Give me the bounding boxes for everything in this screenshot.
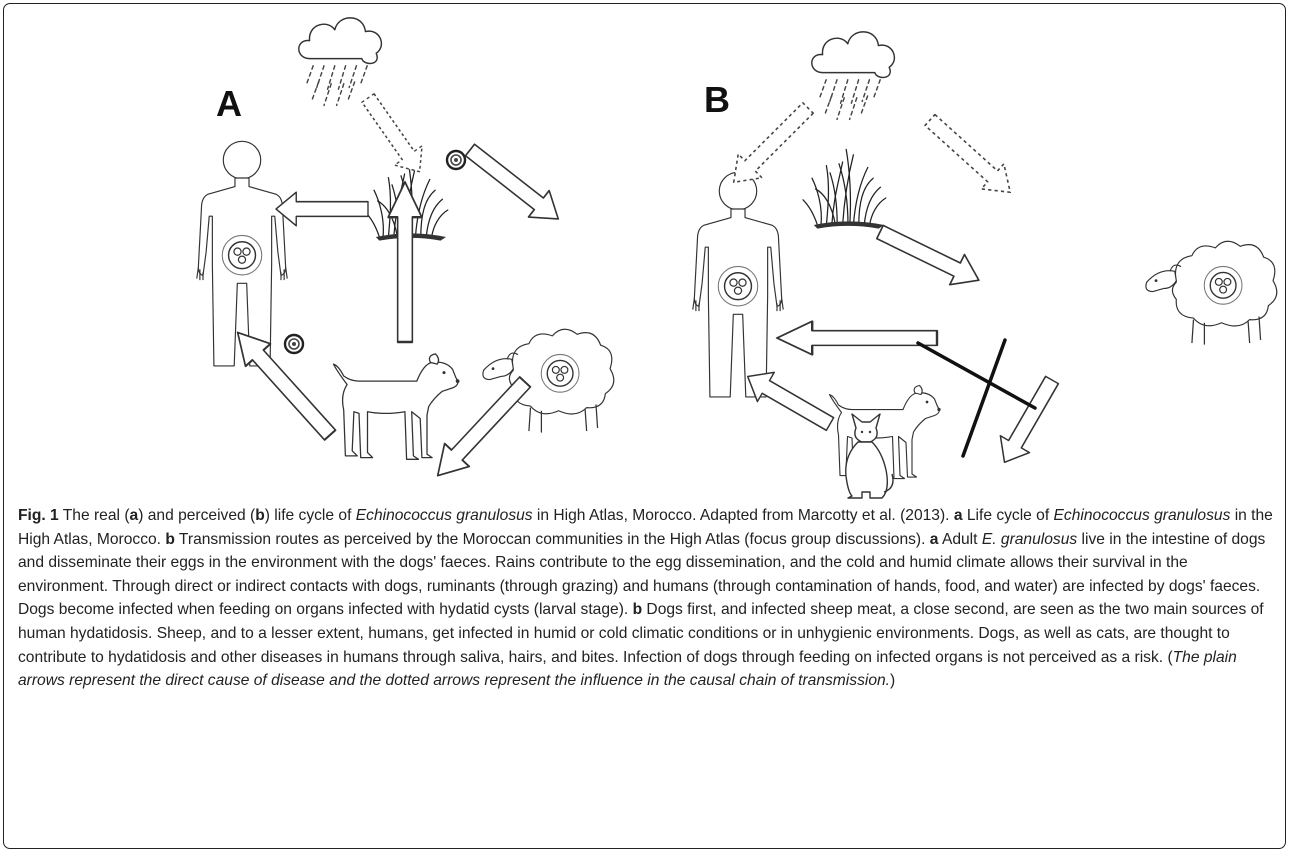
arrow-dog-to-human (225, 321, 342, 446)
life-cycle-diagram (0, 0, 1293, 505)
arrow-grass-to-sheep (460, 137, 569, 232)
arrow-dog-to-grass (388, 182, 422, 342)
rain-cloud-icon (812, 32, 895, 120)
caption-panel-ref: b (255, 507, 265, 524)
caption-text: ) (890, 672, 895, 689)
sheep-icon (1146, 241, 1277, 344)
rain-cloud-icon (299, 18, 382, 106)
cyst-icon (718, 266, 757, 305)
caption-text: in High Atlas, Morocco. Adapted from Mar… (533, 507, 954, 524)
caption-species-name: Echinococcus granulosus (356, 507, 533, 524)
cyst-icon (1204, 266, 1242, 304)
caption-text: Life cycle of (963, 507, 1054, 524)
egg-icon (447, 151, 465, 169)
caption-text: Adult (938, 531, 981, 548)
caption-species-name: E. granulosus (982, 531, 1077, 548)
egg-icon (285, 335, 303, 353)
caption-text: The real ( (59, 507, 130, 524)
caption-text: ) and perceived ( (138, 507, 255, 524)
arrow-rain-to-grass-dotted (354, 88, 433, 181)
caption-panel-ref: a (954, 507, 963, 524)
caption-panel-ref: a (130, 507, 139, 524)
panel-label-b: B (704, 82, 730, 118)
caption-species-name: Echinococcus granulosus (1054, 507, 1231, 524)
panel-b (693, 32, 1277, 498)
cyst-icon (222, 235, 261, 274)
arrow-rain-to-human-dotted (722, 96, 820, 194)
human-icon (197, 141, 287, 366)
arrow-grass-to-human (276, 192, 368, 226)
grass-icon (803, 149, 886, 228)
panel-a (197, 18, 614, 487)
caption-text: ) life cycle of (265, 507, 356, 524)
arrow-sheep-to-dog-crossed (990, 372, 1067, 471)
caption-fig-number: Fig. 1 (18, 507, 59, 524)
cyst-icon (541, 354, 579, 392)
human-icon (693, 172, 783, 397)
caption-panel-ref: b (633, 601, 643, 618)
arrow-sheep-to-human (777, 321, 937, 355)
arrow-rain-to-sheep-dotted (919, 108, 1022, 205)
caption-text: Transmission routes as perceived by the … (175, 531, 930, 548)
caption-panel-ref: b (165, 531, 175, 548)
panel-label-a: A (216, 86, 242, 122)
dog-icon (334, 354, 460, 459)
arrow-grass-to-sheep (873, 217, 987, 295)
figure-caption: Fig. 1 The real (a) and perceived (b) li… (18, 504, 1280, 693)
